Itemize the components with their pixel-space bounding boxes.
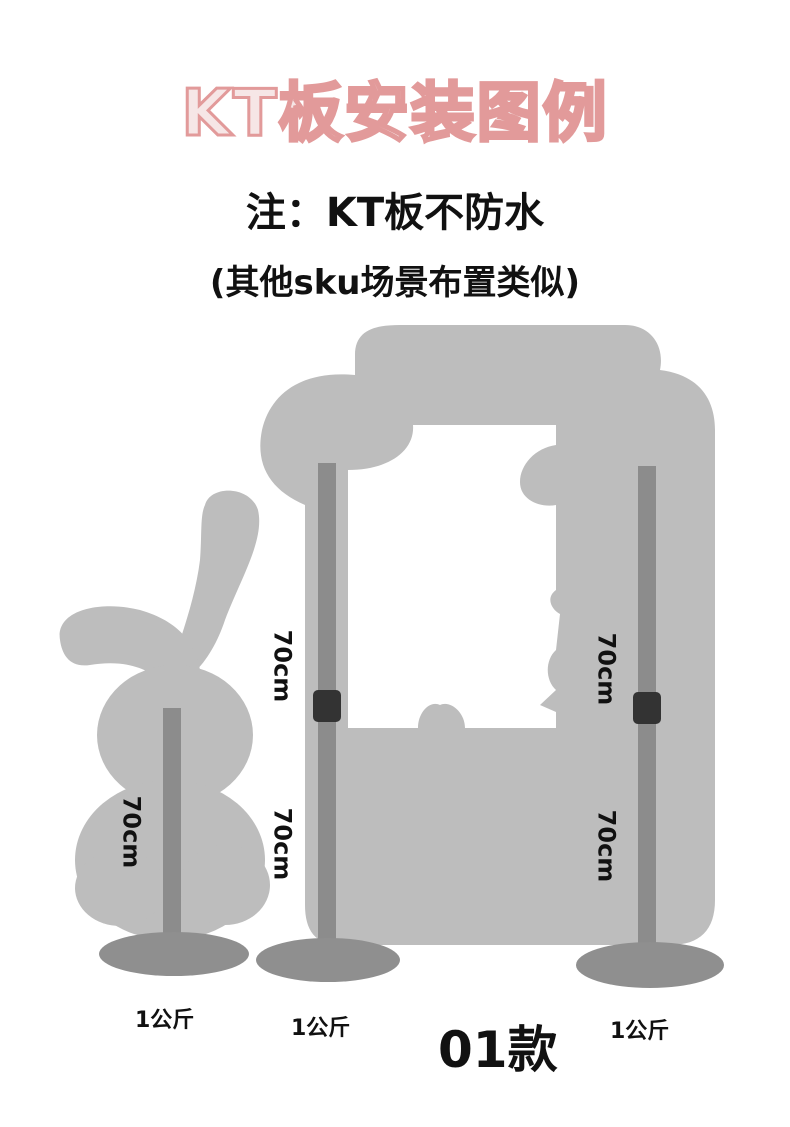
model-label: 01款 (438, 1021, 558, 1079)
left-connector (313, 690, 341, 722)
left-weight-label: 1公斤 (291, 1016, 351, 1041)
bunny-foot-left (75, 850, 165, 926)
right-base (576, 942, 724, 988)
right-top-height-label: 70cm (592, 632, 621, 706)
left-stand (256, 463, 400, 982)
left-top-height-label: 70cm (268, 629, 297, 703)
right-bottom-height-label: 70cm (592, 809, 621, 883)
sku-note: (其他sku场景布置类似) (209, 263, 581, 303)
left-bottom-height-label: 70cm (268, 807, 297, 881)
bunny-ear-right (170, 490, 260, 680)
bunny-stand (99, 708, 249, 976)
bunny-foot-right (180, 845, 270, 925)
waterproof-note: 注：KT板不防水 (245, 190, 545, 236)
bunny-height-label: 70cm (117, 795, 146, 869)
left-base (256, 938, 400, 982)
right-stand (576, 466, 724, 988)
bunny-base (99, 932, 249, 976)
page-title: KT板安装图例 (180, 76, 609, 153)
bunny-pole (163, 708, 181, 938)
photo-window (348, 425, 560, 728)
right-connector (633, 692, 661, 724)
right-weight-label: 1公斤 (610, 1019, 670, 1044)
bunny-weight-label: 1公斤 (135, 1008, 195, 1033)
arch-board (260, 325, 715, 945)
